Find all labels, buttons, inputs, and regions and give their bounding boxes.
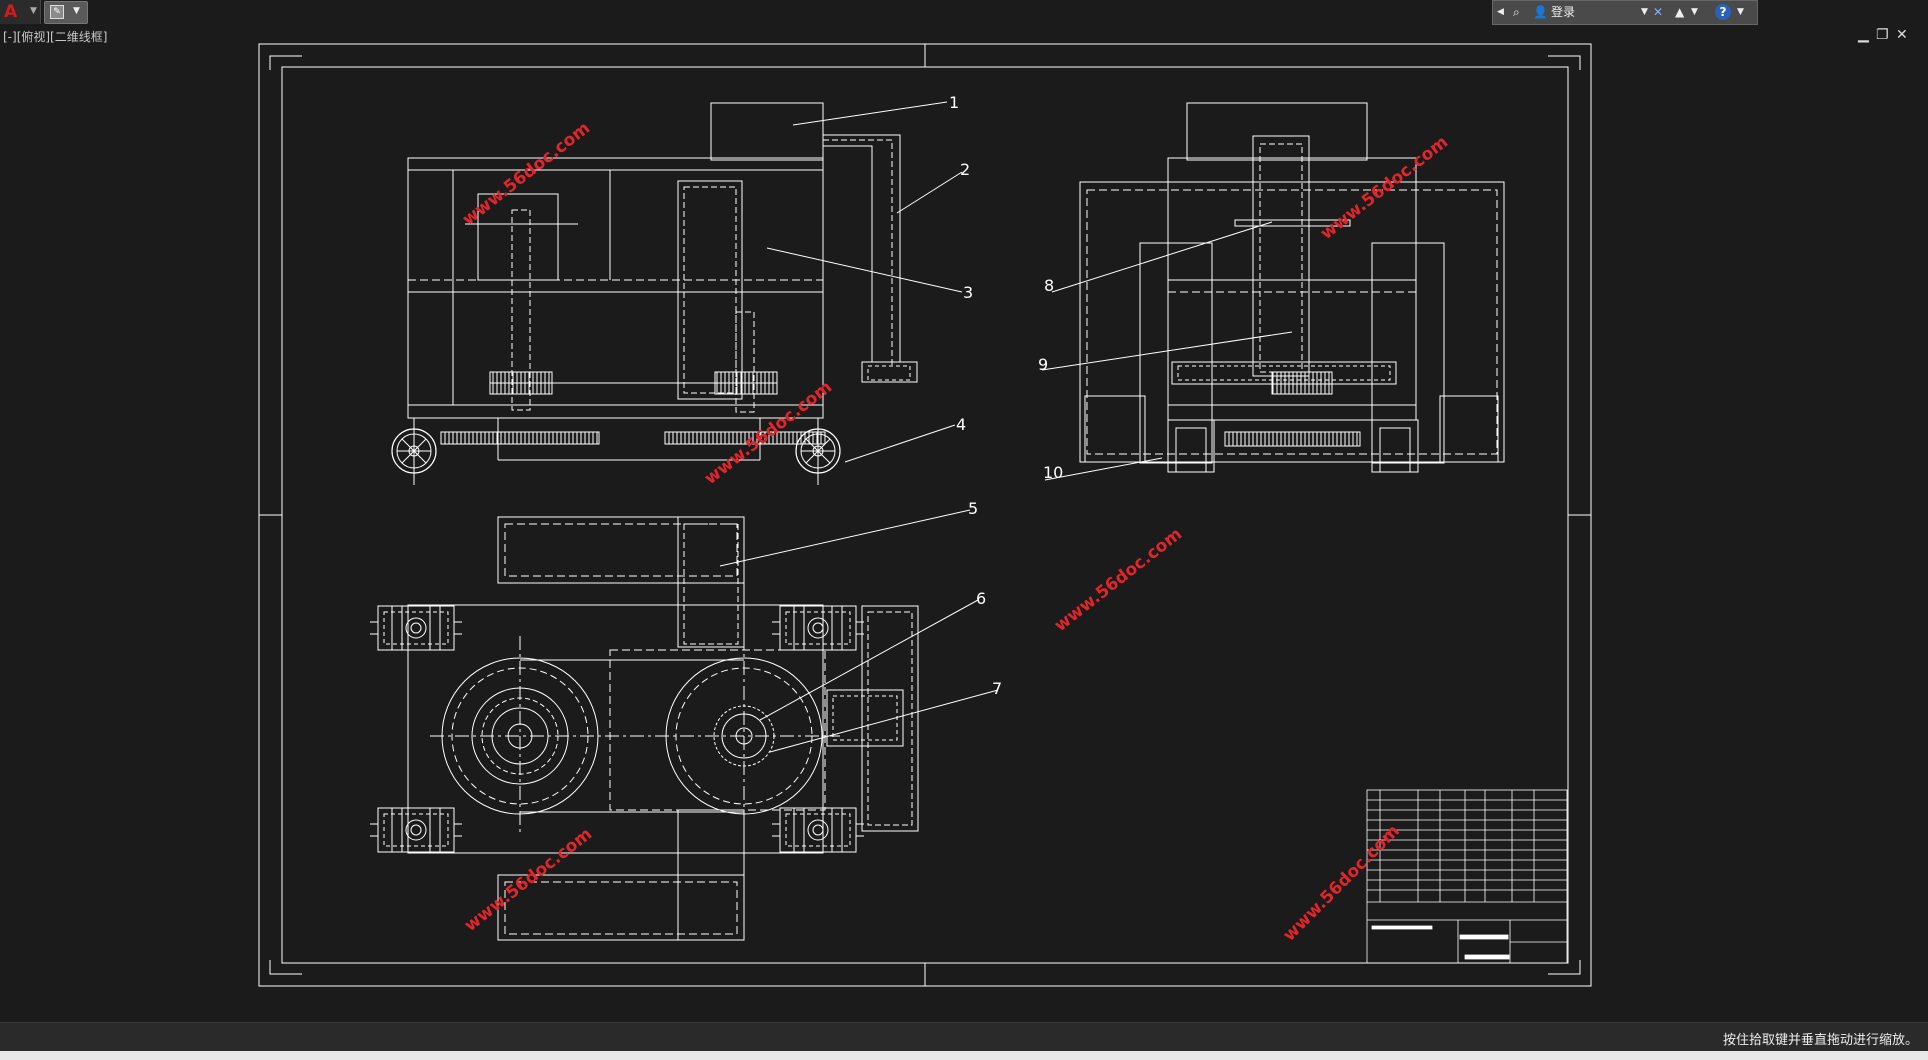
binoculars-icon[interactable]: ⌕ [1513,5,1520,19]
callout-7: 7 [992,679,1002,698]
callout-8: 8 [1044,276,1054,295]
autodesk-a360-icon[interactable]: ▲ [1675,5,1685,19]
bottom-strip [0,1051,1928,1060]
drawing-canvas[interactable]: 1 2 3 4 5 6 7 8 9 10 [0,0,1928,1020]
watermark-text: www.56doc.com [1317,132,1452,244]
callout-4: 4 [956,415,966,434]
watermark-text: www.56doc.com [461,824,596,936]
close-button[interactable]: ✕ [1896,27,1908,43]
chevron-down-icon[interactable]: ▼ [1737,7,1744,17]
callout-5: 5 [968,499,978,518]
callout-labels: 1 2 3 4 5 6 7 8 9 10 [949,93,1063,698]
callout-2: 2 [960,160,970,179]
login-button[interactable]: 登录 [1551,5,1576,19]
callout-10: 10 [1043,463,1063,482]
leader-lines [719,101,1293,753]
chevron-left-icon[interactable]: ◀ [1497,7,1504,17]
minimize-button[interactable]: ▁ [1858,27,1869,43]
chevron-down-icon[interactable]: ▼ [1691,7,1698,17]
watermark-text: www.56doc.com [459,118,594,230]
quick-access-toolbar[interactable]: ✎ ▼ [44,1,88,24]
command-status-bar: 按住拾取键并垂直拖动进行缩放。 [0,1022,1928,1051]
top-view [369,516,919,941]
status-prompt: 按住拾取键并垂直拖动进行缩放。 [1722,1033,1918,1048]
viewport-controls-label[interactable]: [-][俯视][二维线框] [3,30,108,44]
restore-button[interactable]: ❐ [1876,27,1889,43]
user-icon: 👤 [1533,5,1548,19]
callout-6: 6 [976,589,986,608]
watermark-text: www.56doc.com [1051,524,1186,636]
chevron-down-icon: ▼ [30,6,37,16]
infocenter-bar: ◀ ⌕ 👤 登录 ▼ ✕ ▲ ▼ ? ▼ [1492,0,1758,25]
title-block [1366,789,1568,964]
callout-1: 1 [949,93,959,112]
chevron-down-icon[interactable]: ▼ [73,6,80,16]
title-bar: A ▼ ✎ ▼ ◀ ⌕ 👤 登录 ▼ ✕ ▲ ▼ ? ▼ [0,0,1928,25]
front-view [391,102,918,485]
chevron-down-icon[interactable]: ▼ [1641,7,1648,17]
workspace-icon[interactable]: ✎ [50,5,64,19]
help-button[interactable]: ? [1715,4,1731,20]
watermarks: www.56doc.com www.56doc.com www.56doc.co… [459,118,1452,945]
callout-9: 9 [1038,355,1048,374]
callout-3: 3 [963,283,973,302]
autocad-logo-icon: A [4,2,18,22]
sheet-frame [258,43,1592,987]
exchange-icon[interactable]: ✕ [1653,5,1664,19]
application-menu-button[interactable]: A ▼ [0,0,41,24]
side-view [1079,102,1505,473]
